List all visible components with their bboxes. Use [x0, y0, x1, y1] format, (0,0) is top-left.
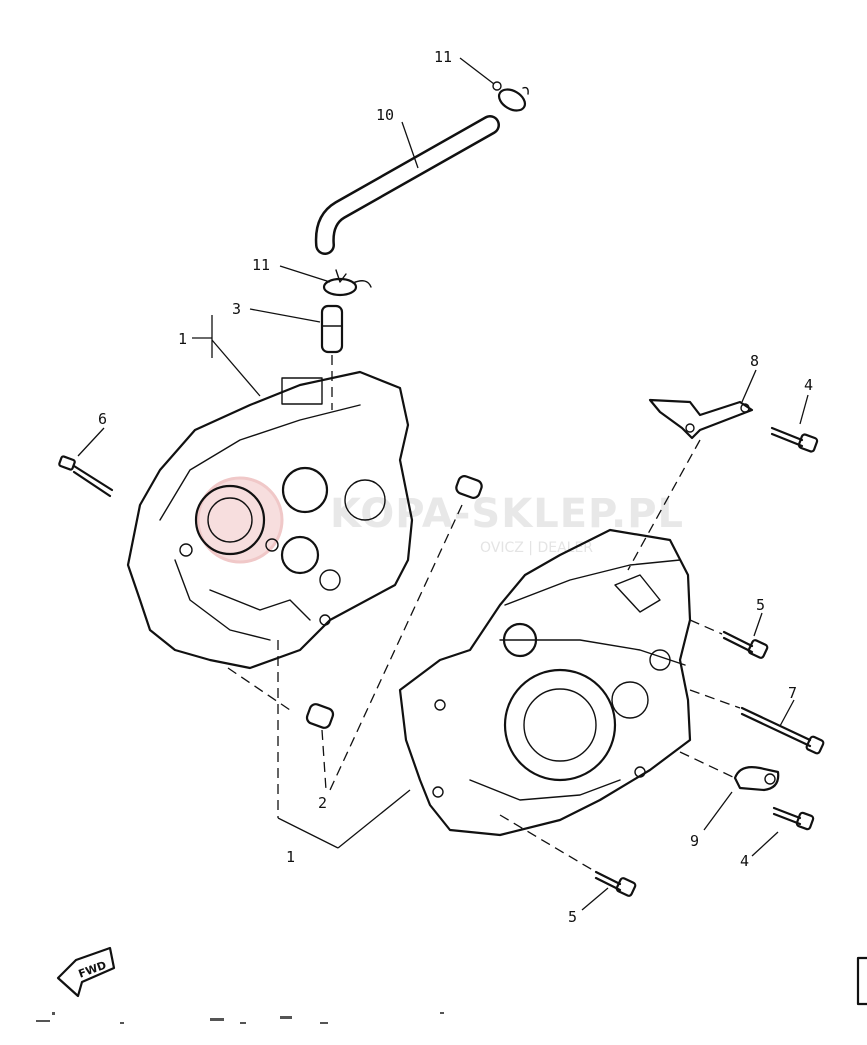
watermark-text: KOPA-SKLEP.PL	[330, 491, 684, 537]
scan-specks	[36, 1012, 444, 1024]
bolt-short-upper	[770, 394, 819, 453]
bolt-long-left	[58, 427, 114, 498]
watermark-logo	[196, 476, 284, 564]
dowel-pin-lower	[305, 703, 335, 791]
label-8: 8	[750, 352, 759, 370]
hose-clamp-lower	[279, 265, 372, 297]
edge-frame-fragment	[856, 956, 867, 1006]
bolt-medium-bottom	[499, 814, 637, 911]
part-labels: 11 10 11 3 1 6 8 4 5 7 2 9 4 1 5	[98, 48, 813, 926]
label-5-bottom: 5	[568, 908, 577, 926]
label-9: 9	[690, 832, 699, 850]
label-1-lower: 1	[286, 848, 295, 866]
bolt-medium-right	[689, 612, 769, 659]
label-6: 6	[98, 410, 107, 428]
label-3: 3	[232, 300, 241, 318]
cable-clamp	[679, 751, 780, 831]
dowel-pin-upper	[329, 475, 483, 791]
forward-arrow-icon: FWD	[56, 946, 116, 998]
label-7: 7	[788, 684, 797, 702]
breather-hose	[314, 115, 500, 255]
label-5-right: 5	[756, 596, 765, 614]
label-4-upper: 4	[804, 376, 813, 394]
bolt-long-right	[689, 689, 825, 755]
breather-fitting	[249, 304, 344, 410]
label-10: 10	[376, 106, 394, 124]
label-1-upper: 1	[178, 330, 187, 348]
label-11-top: 11	[434, 48, 452, 66]
crankcase-left	[126, 315, 414, 670]
label-2: 2	[318, 794, 327, 812]
hose-clamp-top	[459, 57, 529, 112]
label-11-lower: 11	[252, 256, 270, 274]
watermark: KOPA-SKLEP.PL OVICZ | DEALER	[196, 476, 684, 564]
bolt-short-lower	[751, 806, 815, 857]
crankcase-right	[398, 528, 692, 837]
bracket	[627, 369, 757, 571]
label-4-lower: 4	[740, 852, 749, 870]
